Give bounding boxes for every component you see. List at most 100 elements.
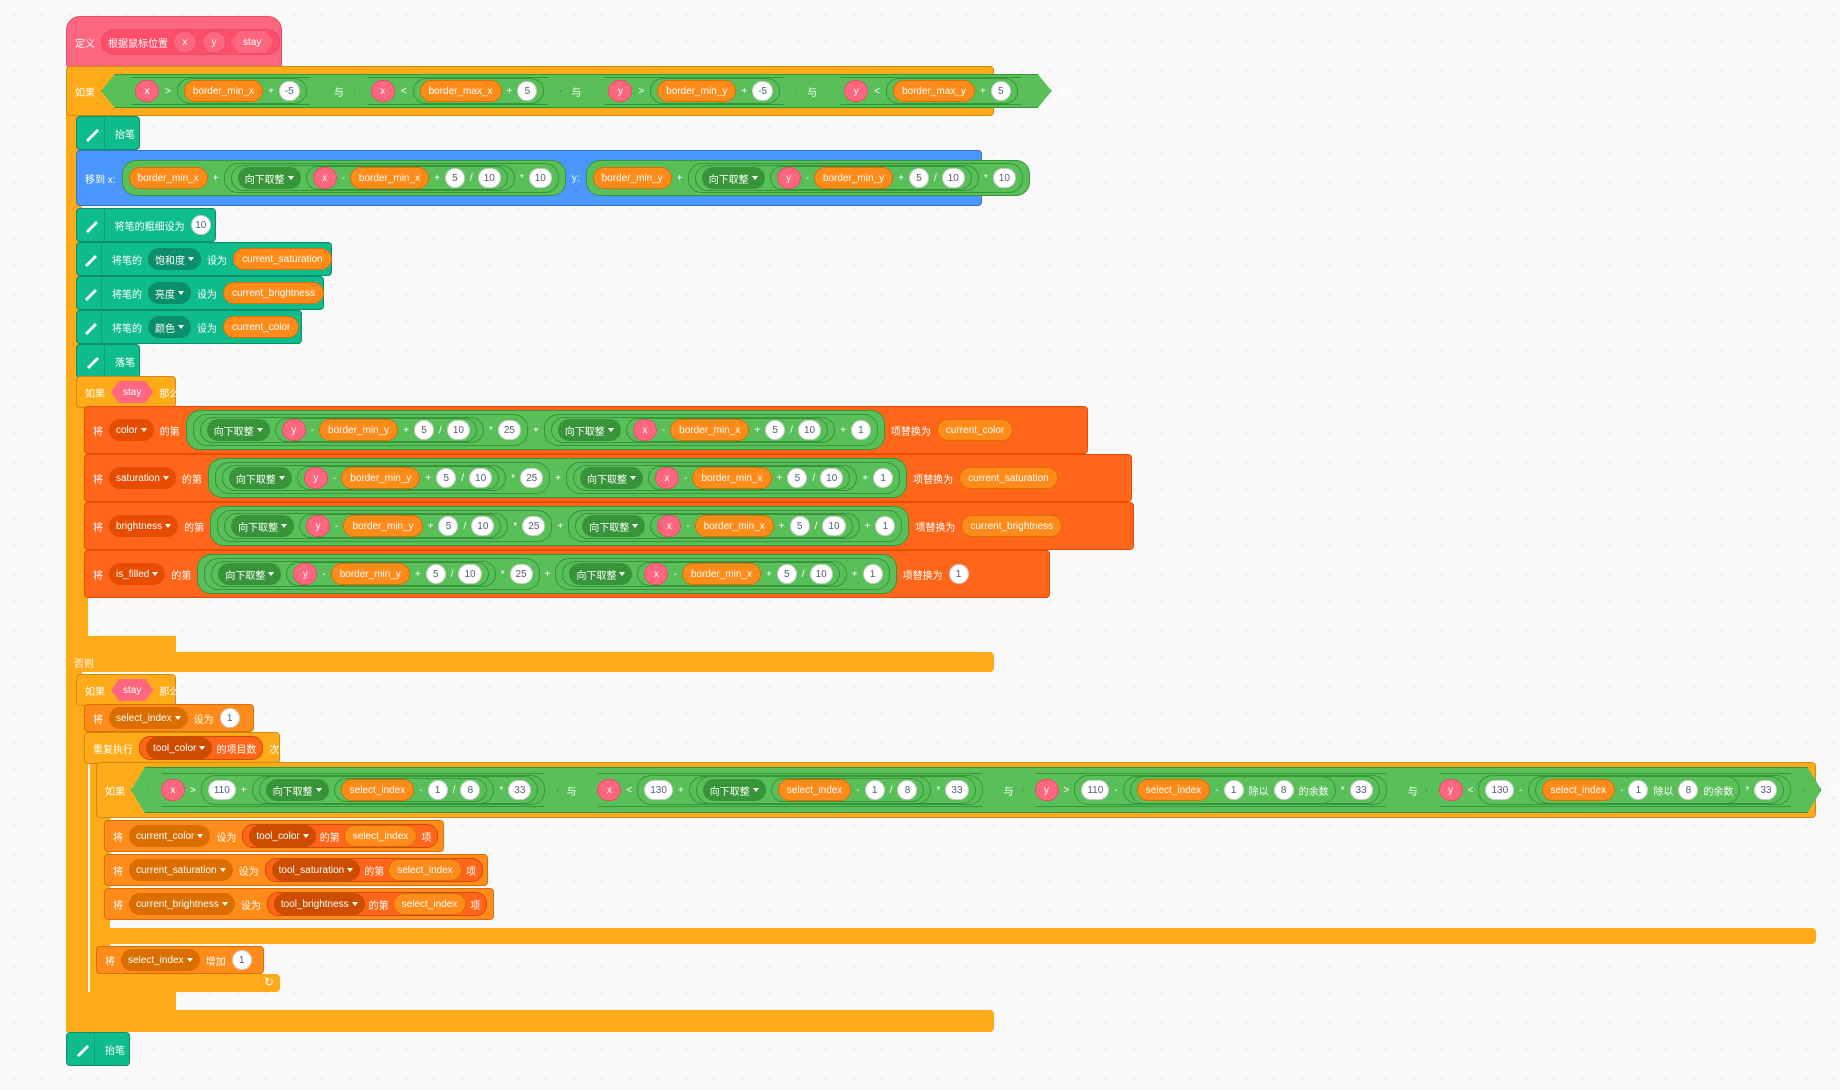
floor-dropdown[interactable]: 向下取整 <box>231 515 295 537</box>
floor-dropdown[interactable]: 向下取整 <box>206 419 270 441</box>
number-input[interactable]: 33 <box>1350 780 1373 800</box>
number-input[interactable]: 5 <box>414 420 435 440</box>
if-stay-block[interactable]: 如果 stay 那么 <box>76 376 179 408</box>
arg-stay[interactable]: stay <box>111 679 153 701</box>
floor-dropdown[interactable]: 向下取整 <box>266 779 329 801</box>
pen-param-dropdown[interactable]: 颜色 <box>148 316 191 338</box>
div-op[interactable]: x-border_min_x+5/10 <box>648 466 851 490</box>
set-pen-size-block[interactable]: 将笔的粗细设为 10 <box>76 208 216 242</box>
number-input[interactable]: 8 <box>460 780 480 800</box>
number-input[interactable]: 33 <box>1754 780 1777 800</box>
y-reporter[interactable]: y <box>776 167 801 189</box>
list-dropdown[interactable]: color <box>109 419 154 441</box>
var-select-index[interactable]: select_index <box>343 825 418 847</box>
number-input[interactable]: 5 <box>765 420 786 440</box>
number-input[interactable]: 110 <box>1081 780 1109 800</box>
var-border-min-x[interactable]: border_min_x <box>184 80 263 102</box>
list-dropdown[interactable]: brightness <box>109 515 179 537</box>
y-reporter[interactable]: y <box>303 467 328 489</box>
number-input[interactable]: 10 <box>797 420 822 440</box>
div-op[interactable]: y - border_min_y + 5 / 10 <box>769 166 972 190</box>
repeat-block[interactable]: 重复执行 tool_color 的项目数 次 <box>84 732 280 764</box>
number-input[interactable]: 1 <box>873 468 894 488</box>
var-bmx[interactable]: border_min_x <box>694 515 774 537</box>
var-current-color[interactable]: current_color <box>223 316 300 338</box>
var-bmx[interactable]: border_min_x <box>670 419 750 441</box>
y-reporter[interactable]: y <box>306 515 331 537</box>
list-dropdown[interactable]: tool_brightness <box>273 893 365 915</box>
floor-dropdown[interactable]: 向下取整 <box>557 419 621 441</box>
number-input[interactable]: 10 <box>820 468 844 488</box>
x-reporter[interactable]: x <box>135 80 159 102</box>
multiply-op[interactable]: 向下取整 x - border_min_x + 5 / 10 * 10 <box>223 163 559 193</box>
value-var[interactable]: current_brightness <box>961 515 1063 537</box>
number-input[interactable]: 33 <box>508 780 531 800</box>
number-input[interactable]: 10 <box>809 564 833 584</box>
div-op[interactable]: y-border_min_y+5/10 <box>274 418 477 442</box>
number-input[interactable]: 5 <box>436 468 457 488</box>
if-bounds-block[interactable]: 如果 x > border_min_x + -5 与 x < border_ma… <box>66 66 1078 116</box>
y-reporter[interactable]: y <box>293 563 318 585</box>
var-bmy[interactable]: border_min_y <box>341 467 421 489</box>
number-input[interactable]: 1 <box>219 708 240 728</box>
x-reporter[interactable]: x <box>597 779 621 801</box>
add-op[interactable]: border_min_x + -5 <box>177 78 307 104</box>
var-border-min-x[interactable]: border_min_x <box>128 167 208 189</box>
number-input[interactable]: 5 <box>908 168 929 188</box>
y-reporter[interactable]: y <box>608 80 632 102</box>
pen-up-block[interactable]: 抬笔 <box>76 116 140 150</box>
number-input[interactable]: 1 <box>865 780 885 800</box>
value-var[interactable]: current_saturation <box>959 467 1058 489</box>
floor-dropdown[interactable]: 向下取整 <box>582 515 646 537</box>
number-input[interactable]: 10 <box>941 168 965 188</box>
number-input[interactable]: 10 <box>992 168 1016 188</box>
value-var[interactable]: current_color <box>936 419 1014 441</box>
var-bmy[interactable]: border_min_y <box>330 563 410 585</box>
add-op[interactable]: border_max_x + 5 <box>413 78 545 104</box>
number-input[interactable]: 25 <box>497 420 521 440</box>
div-op[interactable]: x-border_min_x+5/10 <box>637 562 840 586</box>
add-op[interactable]: border_max_y + 5 <box>886 78 1018 104</box>
arg-stay[interactable]: stay <box>111 381 153 403</box>
var-border-max-y[interactable]: border_max_y <box>893 80 975 102</box>
var-dropdown[interactable]: current_color <box>129 825 211 847</box>
set-select-index-block[interactable]: 将 select_index 设为 1 <box>84 704 254 732</box>
number-input[interactable]: 8 <box>1678 780 1698 800</box>
number-input[interactable]: 10 <box>471 516 495 536</box>
div-op[interactable]: x - border_min_x + 5 / 10 <box>305 166 508 190</box>
var-dropdown[interactable]: current_brightness <box>129 893 235 915</box>
y-reporter[interactable]: y <box>1439 779 1463 801</box>
var-bmx[interactable]: border_min_x <box>692 467 772 489</box>
div-op[interactable]: y-border_min_y+5/10 <box>296 466 500 490</box>
list-dropdown[interactable]: tool_color <box>249 825 316 847</box>
number-input[interactable]: 5 <box>789 516 810 536</box>
number-input[interactable]: 8 <box>897 780 917 800</box>
add-op[interactable]: border_min_y + -5 <box>650 78 780 104</box>
number-input[interactable]: 5 <box>438 516 459 536</box>
number-input[interactable]: 8 <box>1274 780 1294 800</box>
